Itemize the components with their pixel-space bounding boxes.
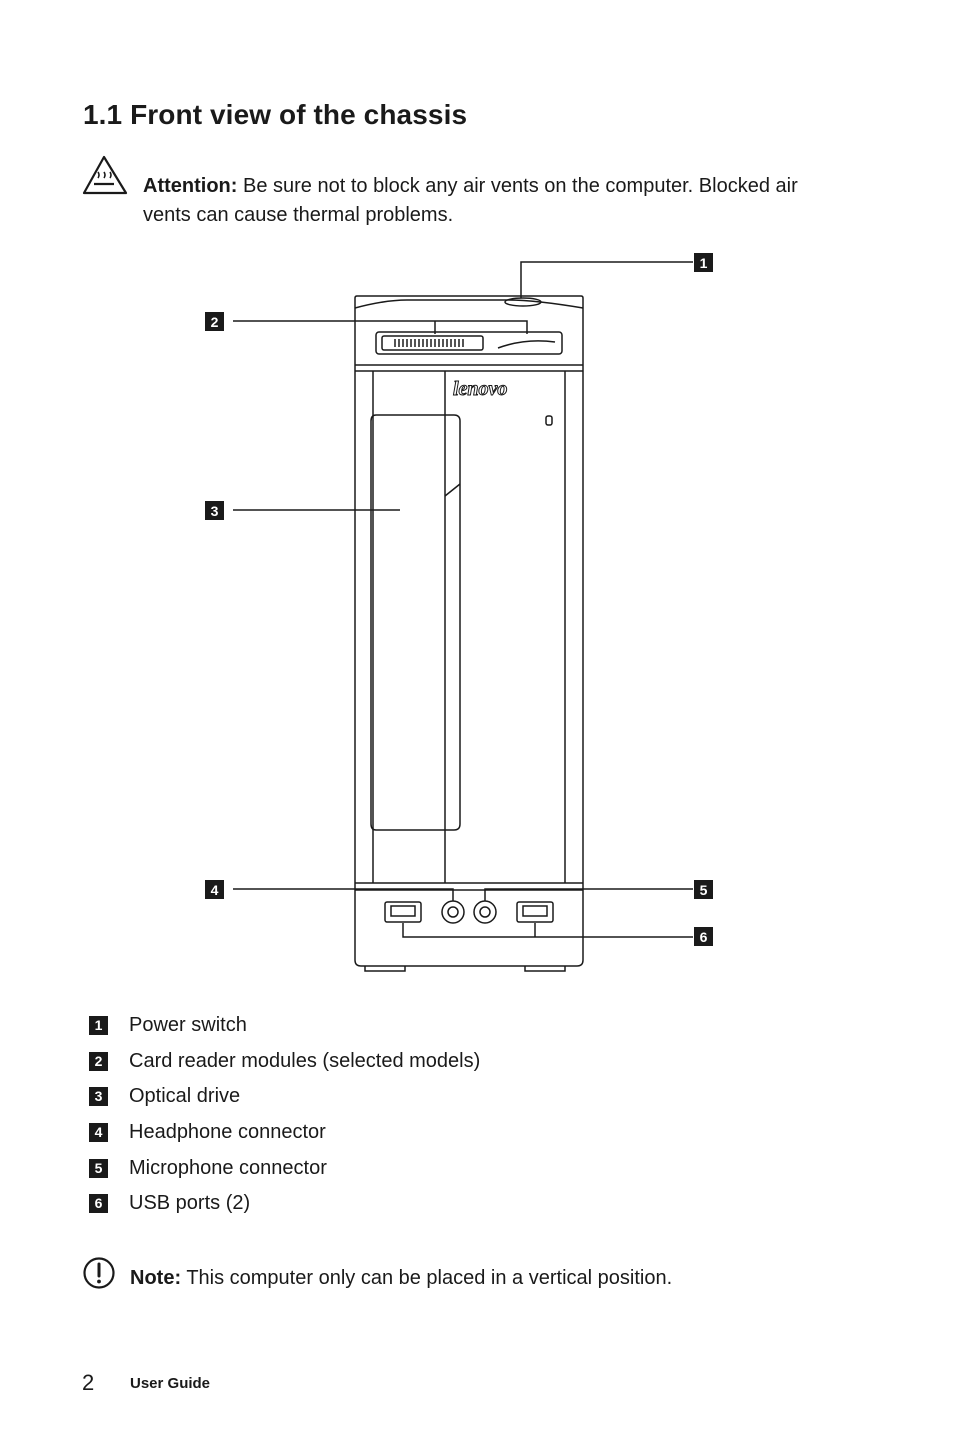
exclamation-circle-icon: [83, 1257, 115, 1289]
note-text-block: Note: This computer only can be placed i…: [130, 1264, 672, 1292]
legend-label: Optical drive: [129, 1085, 241, 1108]
legend-label: Card reader modules (selected models): [129, 1049, 481, 1072]
legend-badge: 3: [89, 1087, 108, 1107]
svg-text:2: 2: [211, 314, 219, 330]
page-number: 2: [82, 1370, 95, 1395]
legend-label: Power switch: [129, 1014, 247, 1037]
attention-text: Be sure not to block any air vents on th…: [143, 175, 798, 226]
usb-port-right: [516, 901, 554, 923]
legend-label: USB ports (2): [129, 1192, 251, 1215]
legend-label: Headphone connector: [129, 1121, 326, 1144]
callout-6: 6: [694, 927, 713, 946]
legend-item: 1 Power switch: [89, 1008, 480, 1044]
card-reader-bar: [375, 331, 563, 355]
legend-item: 3 Optical drive: [89, 1079, 480, 1115]
legend-badge: 4: [89, 1123, 108, 1143]
chassis-outline: [354, 295, 584, 967]
lenovo-logo: lenovo: [453, 378, 507, 400]
power-button: [504, 297, 542, 307]
usb-port-left: [384, 901, 422, 923]
note-text: This computer only can be placed in a ve…: [186, 1267, 673, 1289]
component-legend: 1 Power switch 2 Card reader modules (sele…: [89, 1008, 480, 1222]
page-title: 1.1 Front view of the chassis: [83, 99, 468, 130]
svg-text:1: 1: [700, 255, 708, 271]
callout-2: 2: [205, 312, 224, 331]
callout-1: 1: [694, 253, 713, 272]
svg-text:4: 4: [211, 882, 219, 898]
legend-badge: 6: [89, 1194, 108, 1214]
callout-4: 4: [205, 880, 224, 899]
chassis-front-diagram: lenovo 1 2 3 4 5 6: [205, 253, 713, 972]
legend-item: 5 Microphone connector: [89, 1150, 480, 1186]
legend-label: Microphone connector: [129, 1156, 327, 1179]
svg-text:3: 3: [211, 503, 219, 519]
attention-notice: Attention: Be sure not to block any air …: [143, 172, 843, 230]
legend-badge: 2: [89, 1051, 108, 1071]
optical-drive: [370, 414, 461, 831]
attention-label: Attention:: [143, 175, 238, 197]
footer-title: User Guide: [130, 1375, 211, 1392]
callout-3: 3: [205, 501, 224, 520]
legend-item: 4 Headphone connector: [89, 1115, 480, 1151]
callout-5: 5: [694, 880, 713, 899]
note-label: Note:: [130, 1267, 182, 1289]
headphone-jack: [441, 900, 465, 924]
legend-item: 6 USB ports (2): [89, 1186, 480, 1222]
hdd-indicator: [545, 415, 553, 426]
svg-text:6: 6: [700, 929, 708, 945]
microphone-jack: [473, 900, 497, 924]
legend-item: 2 Card reader modules (selected models): [89, 1044, 480, 1080]
hot-surface-warning-icon: [82, 155, 128, 195]
legend-badge: 1: [89, 1016, 108, 1036]
legend-badge: 5: [89, 1158, 108, 1178]
svg-text:5: 5: [700, 882, 708, 898]
